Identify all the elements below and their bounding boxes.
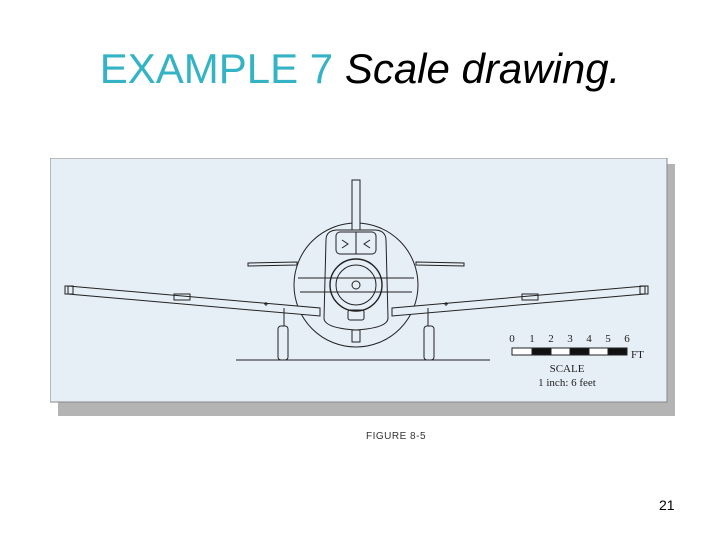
page-number: 21 bbox=[659, 497, 675, 513]
wing-left bbox=[67, 285, 321, 317]
wing-fitting-left bbox=[264, 302, 268, 306]
scale-tick-label: 5 bbox=[605, 333, 611, 345]
slide-title: EXAMPLE 7 Scale drawing. bbox=[0, 44, 720, 94]
engine-ring bbox=[335, 264, 377, 306]
airplane-front-view bbox=[64, 179, 649, 361]
scale-tick-label: 1 bbox=[529, 333, 535, 345]
scale-segment bbox=[588, 347, 609, 356]
wing-fitting-right bbox=[444, 302, 448, 306]
wingtip-left bbox=[64, 285, 74, 295]
scale-drawing-figure: 0 1 2 3 4 5 6 FT SCALE 1 inch: 6 feet bbox=[50, 158, 675, 420]
stabilizer-left bbox=[247, 261, 298, 267]
scale-segment bbox=[569, 347, 590, 356]
scale-segment bbox=[607, 347, 628, 356]
title-main: Scale drawing. bbox=[344, 45, 621, 92]
canopy-detail-right bbox=[363, 239, 371, 249]
gear-wheel-left bbox=[277, 325, 289, 361]
scale-tick-label: 6 bbox=[624, 333, 630, 345]
scale-title: SCALE bbox=[550, 363, 585, 375]
scale-tick-label: 0 bbox=[509, 333, 515, 345]
scale-tick-label: 3 bbox=[567, 333, 573, 345]
canopy-detail-left bbox=[341, 239, 349, 249]
wing-marking-left bbox=[173, 293, 191, 301]
scale-bar: 0 1 2 3 4 5 6 FT SCALE 1 inch: 6 feet bbox=[509, 333, 644, 389]
stabilizer-right bbox=[415, 261, 465, 267]
figure-caption: FIGURE 8-5 bbox=[366, 431, 427, 442]
title-prefix: EXAMPLE 7 bbox=[99, 45, 334, 92]
oil-cooler bbox=[347, 309, 365, 321]
airplane-diagram: 0 1 2 3 4 5 6 FT SCALE 1 inch: 6 feet bbox=[50, 158, 675, 416]
scale-segment bbox=[550, 347, 571, 356]
wing-marking-right bbox=[521, 293, 539, 301]
tail-wheel bbox=[351, 329, 361, 343]
wingtip-right bbox=[639, 285, 649, 295]
scale-tick-label: 2 bbox=[548, 333, 554, 345]
scale-unit: FT bbox=[631, 349, 644, 361]
gear-wheel-right bbox=[423, 325, 435, 361]
scale-ratio: 1 inch: 6 feet bbox=[538, 377, 596, 389]
scale-tick-label: 4 bbox=[586, 333, 592, 345]
scale-segment bbox=[511, 347, 533, 356]
propeller-hub bbox=[351, 280, 361, 290]
scale-segment bbox=[531, 347, 552, 356]
vertical-tail bbox=[351, 179, 361, 233]
